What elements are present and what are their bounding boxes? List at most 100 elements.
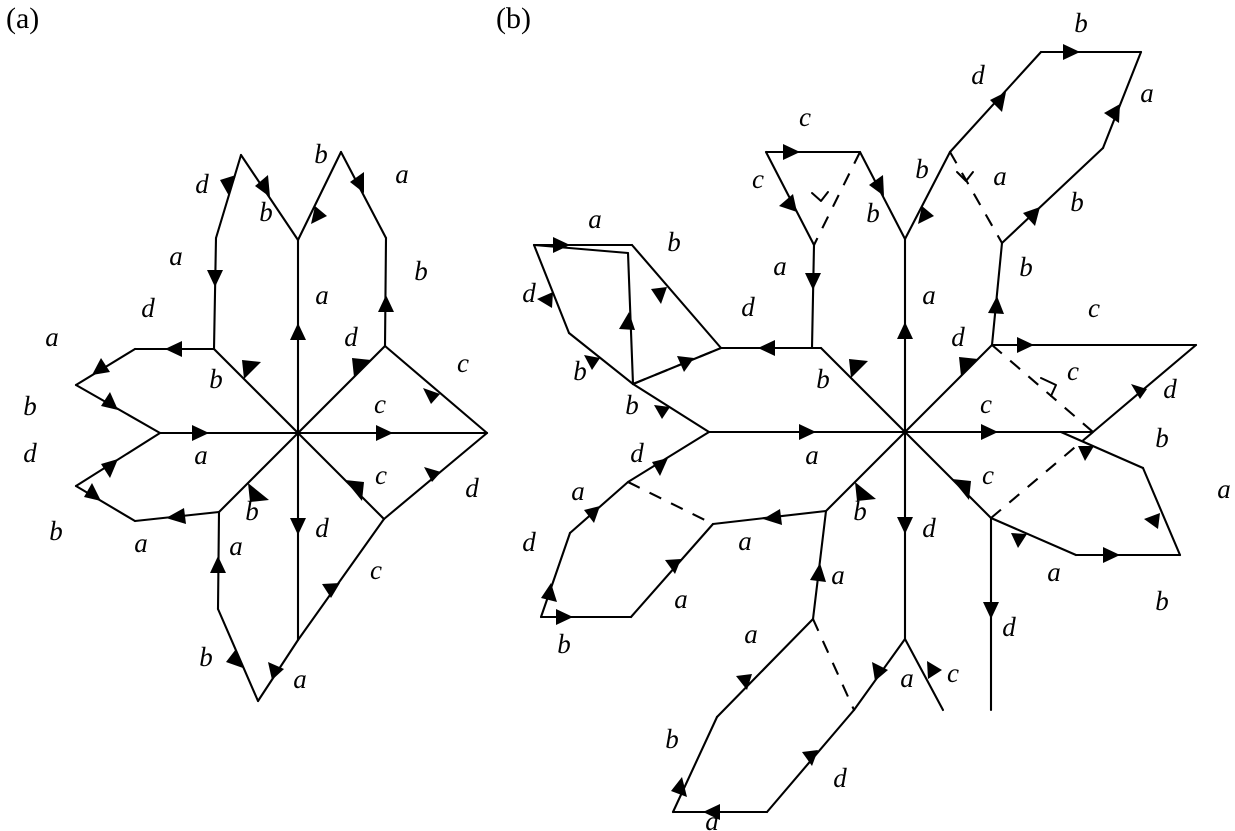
arrowhead-b-se-b-upper xyxy=(1078,446,1094,461)
edge-northeast-d xyxy=(296,344,387,435)
label-b-nw-b: b xyxy=(816,364,830,394)
panel-b-w-petal xyxy=(532,237,823,484)
edge-w-b-upper xyxy=(74,383,162,435)
edge-b-sw-a-right xyxy=(629,522,715,619)
label-b-s-d: d xyxy=(833,763,847,793)
arrowhead-b-w-b-left2 xyxy=(584,355,600,370)
arrowhead-b-e-d-right xyxy=(1131,384,1147,399)
label-b-ne-a-dash: a xyxy=(993,161,1007,191)
label-b-nw-c-top: c xyxy=(799,102,811,132)
label-b-se-a: a xyxy=(1047,557,1061,587)
label-a-swpetal-b: b xyxy=(199,642,213,672)
arrowhead-west-a xyxy=(192,425,209,441)
arrowhead-b-s-a-bottom xyxy=(703,804,720,820)
arrowhead-northeast-d xyxy=(352,358,371,377)
edge-b-sw-d-left xyxy=(539,531,572,619)
arrowhead-b-nw-c-top xyxy=(783,144,800,160)
arrowhead-east-c xyxy=(376,425,393,441)
label-a-spetal-a: a xyxy=(293,664,307,694)
open-arrowhead-b-e xyxy=(1040,377,1057,397)
label-a-west-a: a xyxy=(194,440,208,470)
dashed-b-sw xyxy=(627,481,714,525)
panel-b-edge-labels: a c a d b d b c c c a b d b d b a b b a xyxy=(522,8,1231,831)
edge-b-southwest-b xyxy=(824,430,907,513)
arrowhead-w-b-lower xyxy=(84,483,101,501)
arrowhead-b-e-c-top xyxy=(1017,337,1034,353)
label-b-se-c-low: c xyxy=(947,658,959,688)
label-b-w-a-top: a xyxy=(588,204,602,234)
edge-b-nw-a-vertical xyxy=(810,243,816,350)
label-b-nw-b-inner: b xyxy=(866,198,880,228)
edge-se-c-lower xyxy=(296,517,386,642)
arrowhead-n-b-left xyxy=(311,206,327,224)
label-a-se-c: c xyxy=(375,460,387,490)
edge-b-se-c-lower xyxy=(903,637,945,712)
label-b-nw-a-vert: a xyxy=(773,251,787,281)
open-arrowhead-b-ne xyxy=(956,171,974,182)
label-b-w-d-low: d xyxy=(630,438,644,468)
panel-a-s-petal xyxy=(256,638,300,703)
arrowhead-b-n-b-left xyxy=(918,206,934,224)
label-b-sw-a: a xyxy=(571,476,585,506)
label-b-se-c: c xyxy=(982,460,994,490)
arrowhead-se-c-lower xyxy=(322,583,340,598)
label-b-se-b-up: b xyxy=(1155,423,1169,453)
label-b-n-d: d xyxy=(971,60,985,90)
arrowhead-b-ne-b-right xyxy=(1023,207,1040,226)
arrowhead-b-w-d-lowerdiag xyxy=(652,458,668,476)
arrowhead-b-southwest-b xyxy=(855,482,876,501)
label-b-se-b-bot: b xyxy=(1155,586,1169,616)
panel-a-nw-petal xyxy=(207,153,300,351)
arrowhead-b-sw-a-diag xyxy=(584,506,600,523)
label-b-w-b-low: b xyxy=(625,390,639,420)
arrowhead-w-a-upperleft xyxy=(92,358,110,375)
arrowhead-b-s-d-right xyxy=(802,750,818,766)
panel-b-s-petal xyxy=(671,509,907,820)
arrowhead-b-sw-a-top xyxy=(763,509,782,525)
label-b-w-b-upper: b xyxy=(667,227,681,257)
label-b-ne-b: b xyxy=(1070,187,1084,217)
label-b-south-d: d xyxy=(922,513,936,543)
arrowhead-ne-c-diag xyxy=(423,388,440,404)
edge-b-s-b-left xyxy=(671,715,719,814)
arrowhead-w-d-lower xyxy=(101,459,118,478)
arrowhead-b-w-b-upperdiag xyxy=(677,356,694,372)
arrowhead-nw-a-vertical xyxy=(207,270,223,287)
arrowhead-b-northwest-b xyxy=(849,359,868,378)
arrowhead-b-northeast-d xyxy=(959,357,978,376)
arrowhead-ne-b-vertical xyxy=(378,295,394,312)
label-b-se-d-vert: d xyxy=(1002,612,1016,642)
panel-a-ne-petal xyxy=(378,236,489,435)
arrowhead-b-w-a-top xyxy=(553,237,570,253)
arrowhead-se-d-lower xyxy=(424,467,441,482)
label-b-n-b-left: b xyxy=(915,154,929,184)
dashed-b-ne xyxy=(949,151,1003,244)
panel-b-nw-petal xyxy=(764,144,907,350)
arrowhead-b-se-a-right xyxy=(1011,533,1027,548)
edge-b-w-d-lowerdiag xyxy=(626,430,711,484)
label-a-sepetal-c: c xyxy=(370,555,382,585)
label-b-sw-a-top: a xyxy=(738,526,752,556)
arrowhead-south-d xyxy=(290,518,306,535)
arrowhead-sw-a-vertical xyxy=(210,556,226,573)
label-a-wpetal-a-lo: a xyxy=(134,528,148,558)
edge-b-w-d-left2 xyxy=(532,243,571,335)
arrowhead-w-b-upper xyxy=(101,392,118,410)
edge-b-se-b-upper xyxy=(1059,430,1145,470)
arrowhead-b-s-a-upright xyxy=(872,662,888,681)
label-a-sepetal-d: d xyxy=(465,473,479,503)
label-b-s-a-diag: a xyxy=(744,619,758,649)
panel-a-se-petal xyxy=(296,431,489,642)
arrowhead-north-a xyxy=(290,323,306,340)
panel-a-n-petal xyxy=(296,150,388,242)
arrowhead-b-s-a-vertical xyxy=(810,563,826,582)
arrowhead-northwest-b xyxy=(242,360,261,379)
arrowhead-b-southeast-c xyxy=(952,479,971,500)
panel-a-label: (a) xyxy=(6,2,40,35)
label-b-sw-b: b xyxy=(557,629,571,659)
label-b-nw-c-left: c xyxy=(752,164,764,194)
label-b-west-a: a xyxy=(805,440,819,470)
panel-b-graph: a c a d b d b c c c a b d b d b a b b a xyxy=(522,8,1231,831)
label-a-nwpetal-a: a xyxy=(169,241,183,271)
arrowhead-b-ne-b-vertical xyxy=(988,296,1004,314)
